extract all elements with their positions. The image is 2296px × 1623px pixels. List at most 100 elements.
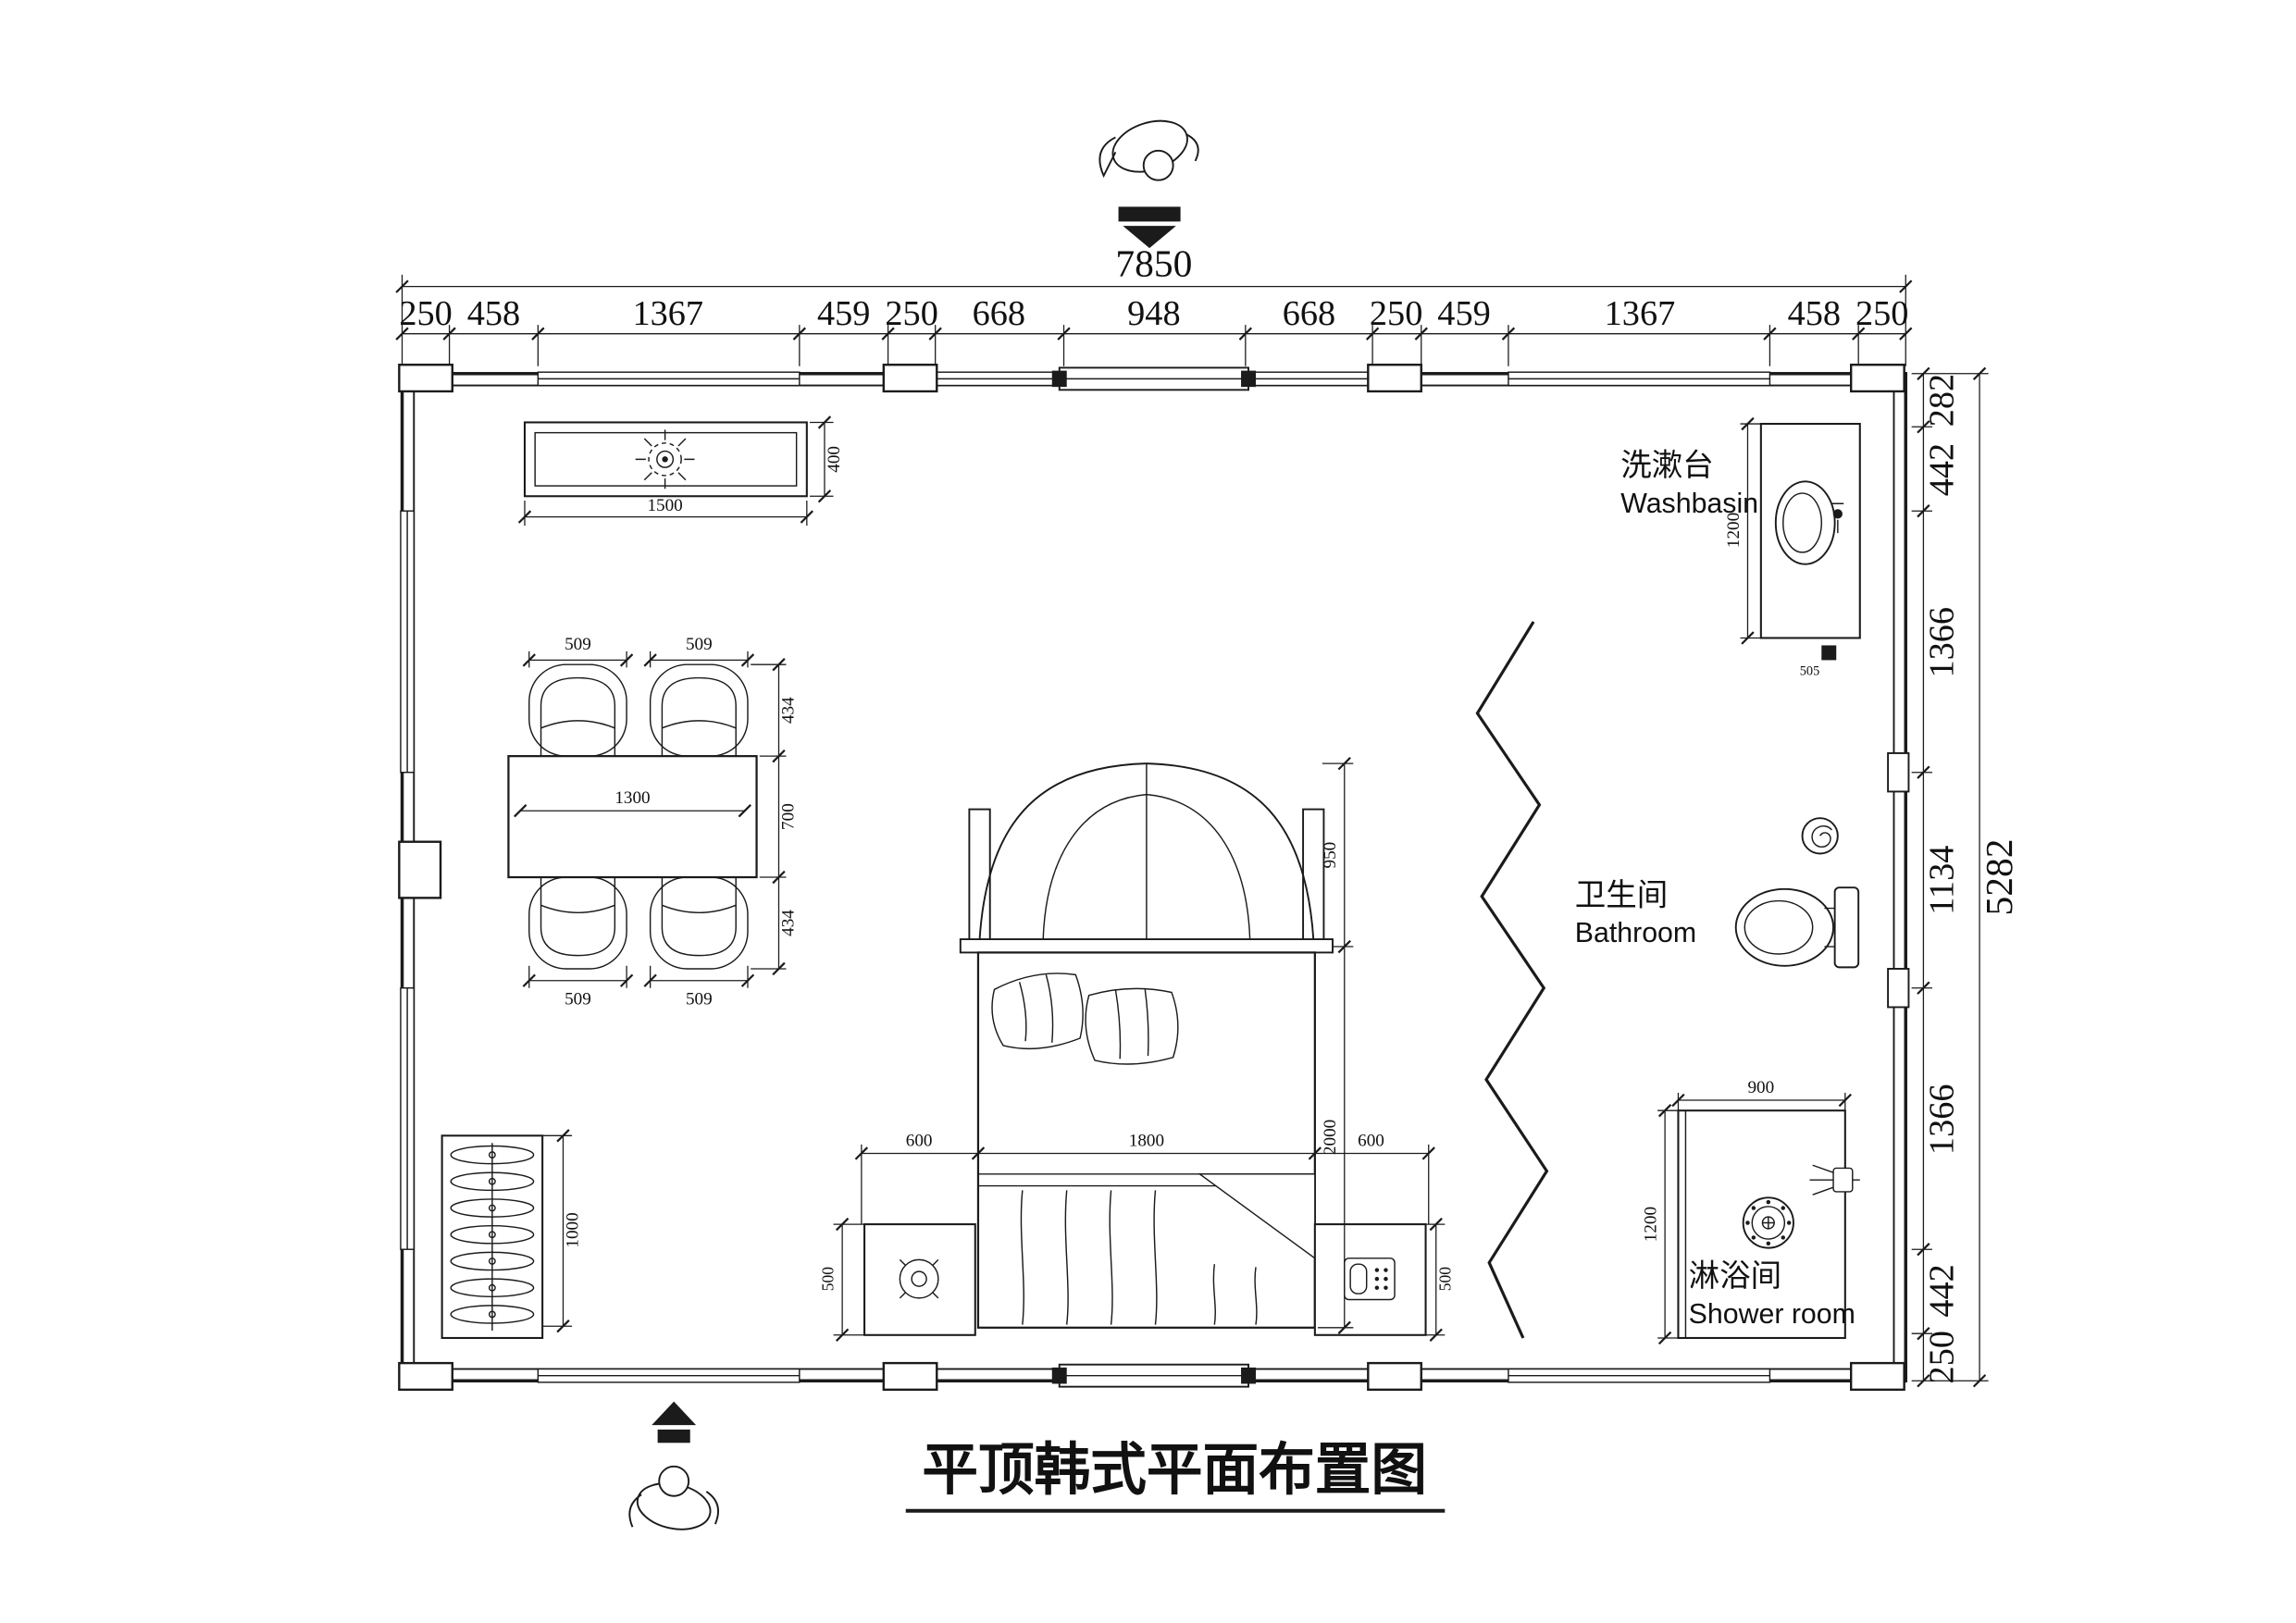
window-left-upper xyxy=(400,510,416,774)
dim-top-segment: 668 xyxy=(1283,294,1335,333)
dim-chair: 509 xyxy=(565,989,591,1009)
floor-drain xyxy=(1821,645,1837,661)
room-label-shower-en: Shower room xyxy=(1689,1299,1855,1330)
dim-drain: 505 xyxy=(1800,663,1820,678)
bed-group: 950 2000 600 1800 600 500 500 xyxy=(819,756,1455,1342)
dim-top-segment: 459 xyxy=(817,294,870,333)
entry-door-top xyxy=(1051,366,1257,391)
dim-top-segment: 1367 xyxy=(633,294,704,333)
dim-wardrobe: 1000 xyxy=(563,1212,582,1247)
dim-total-ticks xyxy=(1972,366,1987,1388)
bed-blanket xyxy=(977,1173,1316,1325)
dining-table xyxy=(507,755,758,879)
telephone-icon xyxy=(1344,1258,1396,1301)
nightstand-right xyxy=(1313,1223,1427,1336)
washbasin-area: 1200 505 xyxy=(1724,416,1861,678)
dim-right-total: 5282 xyxy=(1978,839,2020,916)
window-top-left xyxy=(537,371,800,387)
dim-table-side: 700 xyxy=(778,803,798,830)
entry-door-bottom xyxy=(1051,1363,1257,1388)
dining-set: 1300 509 509 509 509 434 700 434 xyxy=(507,635,798,1009)
dim-washbasin-depth: 1200 xyxy=(1724,513,1744,548)
dim-bed-row: 600 xyxy=(1358,1131,1384,1150)
dim-right-segment: 442 xyxy=(1922,443,1961,496)
bed-pillow xyxy=(1085,987,1179,1065)
entry-arrow-bottom-icon xyxy=(652,1401,697,1443)
bed-canopy xyxy=(968,762,1325,948)
dim-bed-length: 2000 xyxy=(1321,1120,1340,1155)
dim-ext-lines xyxy=(1911,373,1989,1381)
door-jamb xyxy=(1241,370,1257,388)
dim-nightstand: 500 xyxy=(819,1267,838,1292)
door-jamb xyxy=(1241,1367,1257,1384)
faucet-icon xyxy=(1831,502,1844,534)
dim-chair: 509 xyxy=(565,635,591,654)
room-label-washbasin-en: Washbasin xyxy=(1620,489,1758,519)
room-label-washbasin-zh: 洗漱台 xyxy=(1620,449,1714,483)
dim-right-segment: 1366 xyxy=(1922,1084,1961,1155)
window-top-right2 xyxy=(1245,371,1375,387)
room-label-shower-zh: 淋浴间 xyxy=(1689,1259,1782,1294)
shower-head-icon xyxy=(1809,1164,1860,1196)
window-top-right xyxy=(1508,371,1771,387)
shower-room: 900 1200 xyxy=(1642,1078,1860,1345)
dim-shower-width: 900 xyxy=(1747,1078,1774,1097)
dim-top-segment: 250 xyxy=(399,294,452,333)
dim-top-segment: 459 xyxy=(1437,294,1490,333)
drawing-title: 平顶韩式平面布置图 xyxy=(922,1438,1427,1501)
washbasin-counter xyxy=(1759,423,1861,639)
dim-top-segment: 1367 xyxy=(1605,294,1676,333)
dim-top-segment: 458 xyxy=(467,294,520,333)
basin xyxy=(1774,480,1836,565)
paper-holder-spiral xyxy=(1801,817,1839,855)
dim-table-side: 434 xyxy=(778,910,798,936)
dim-right-segment: 442 xyxy=(1922,1264,1961,1317)
room-labels: 洗漱台 Washbasin 卫生间 Bathroom 淋浴间 Shower ro… xyxy=(1575,449,1855,1330)
dimension-top: 7850 250 458 1367 459 250 668 948 668 25… xyxy=(395,242,1913,366)
structural-columns xyxy=(398,364,1910,1392)
dim-chair: 509 xyxy=(686,635,713,654)
dim-top-segment: 250 xyxy=(1855,294,1908,333)
toilet xyxy=(1734,886,1860,969)
partition-screen xyxy=(1475,621,1549,1339)
ceiling-light: 1500 400 xyxy=(517,415,844,527)
door-jamb xyxy=(1051,370,1067,388)
entry-arrow-top-icon xyxy=(1118,206,1181,249)
dim-top-segment: 250 xyxy=(885,294,937,333)
light-symbol-icon xyxy=(635,429,695,489)
bed-headboard xyxy=(959,938,1334,954)
window-bottom-right xyxy=(1508,1368,1771,1383)
dim-right-segment: 1366 xyxy=(1922,607,1961,678)
person-top xyxy=(1098,119,1199,181)
dim-top-segment: 948 xyxy=(1127,294,1180,333)
wall-pilaster xyxy=(398,840,442,899)
nightstand-left xyxy=(863,1223,976,1336)
window-top-left2 xyxy=(934,371,1065,387)
door-jamb xyxy=(1051,1367,1067,1384)
window-bottom-left xyxy=(537,1368,800,1383)
dim-shower-depth: 1200 xyxy=(1642,1207,1661,1242)
dimension-right: 282 442 1366 1134 1366 442 250 5282 xyxy=(1911,366,2020,1388)
dim-segment-ticks xyxy=(1917,366,1930,1388)
lamp-icon xyxy=(899,1258,939,1299)
wardrobe: 1000 xyxy=(441,1129,582,1340)
dim-total-ticks xyxy=(395,279,1913,293)
dim-bed-row: 1800 xyxy=(1129,1131,1164,1150)
window-left-lower xyxy=(400,987,416,1250)
dim-right-segment: 1134 xyxy=(1922,846,1961,915)
bed-pillow xyxy=(991,973,1084,1050)
shower-drain xyxy=(1742,1196,1794,1249)
dim-light-width: 1500 xyxy=(647,496,682,515)
room-label-bathroom-zh: 卫生间 xyxy=(1575,878,1669,912)
person-bottom xyxy=(628,1465,719,1530)
dim-top-segment: 458 xyxy=(1788,294,1841,333)
dim-top-segment: 668 xyxy=(973,294,1025,333)
dim-segment-ticks xyxy=(395,327,1913,341)
dim-top-total: 7850 xyxy=(1115,242,1192,284)
room-label-bathroom-en: Bathroom xyxy=(1575,918,1696,948)
windows xyxy=(400,371,1771,1383)
dim-chair: 509 xyxy=(686,989,713,1009)
